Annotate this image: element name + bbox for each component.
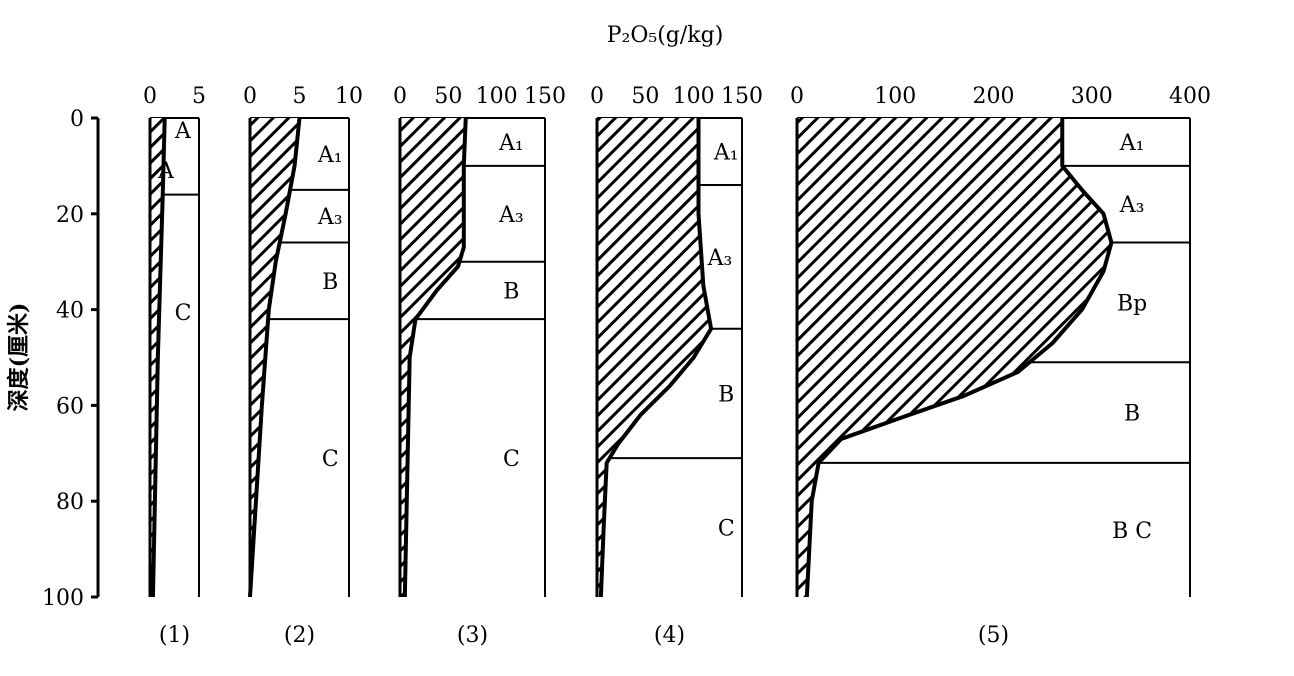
p2o5-area	[797, 118, 1112, 597]
x-tick-label: 0	[243, 84, 257, 109]
horizon-label: C	[322, 447, 339, 472]
p2o5-area	[250, 118, 300, 597]
horizon-label: A₃	[707, 246, 733, 271]
horizon-label: Bp	[1117, 291, 1147, 316]
horizon-label: C	[718, 517, 735, 542]
x-tick-label: 0	[590, 84, 604, 109]
x-tick-label: 400	[1169, 84, 1211, 109]
x-tick-label: 100	[673, 84, 715, 109]
horizon-label: A₁	[713, 141, 739, 166]
x-tick-label: 150	[721, 84, 763, 109]
horizon-label: A₁	[317, 143, 343, 168]
x-tick-label: 150	[524, 84, 566, 109]
y-tick-label: 100	[42, 586, 84, 611]
horizon-label: B C	[1112, 519, 1152, 544]
x-tick-label: 50	[631, 84, 659, 109]
panel-label: (2)	[284, 623, 315, 648]
x-tick-label: 0	[393, 84, 407, 109]
horizon-label: C	[175, 301, 192, 326]
y-axis-label: 深度(厘米)	[6, 303, 32, 412]
x-tick-label: 10	[335, 84, 363, 109]
horizon-label: B	[322, 270, 338, 295]
p2o5-curve	[598, 118, 714, 598]
chart-title: P₂O₅(g/kg)	[607, 23, 724, 48]
x-tick-label: 5	[192, 84, 206, 109]
horizon-label: A₁	[498, 131, 524, 156]
horizon-label: A	[157, 159, 175, 184]
panel-label: (1)	[159, 623, 190, 648]
y-tick-label: 40	[56, 299, 84, 324]
horizon-label: A₁	[1119, 131, 1145, 156]
p2o5-curve	[402, 117, 468, 598]
panel-label: (5)	[978, 623, 1009, 648]
horizon-label: B	[503, 279, 519, 304]
panel-label: (3)	[457, 623, 488, 648]
y-tick-label: 80	[56, 490, 84, 515]
y-tick-label: 60	[56, 394, 84, 419]
x-tick-label: 100	[476, 84, 518, 109]
horizon-label: B	[718, 382, 734, 407]
x-tick-label: 0	[790, 84, 804, 109]
p2o5-curve	[150, 117, 167, 598]
x-tick-label: 5	[293, 84, 307, 109]
horizon-label: A₃	[1119, 193, 1145, 218]
horizon-label: A	[174, 119, 192, 144]
p2o5-curve	[804, 118, 1114, 598]
x-tick-label: 50	[434, 84, 462, 109]
x-tick-label: 0	[143, 84, 157, 109]
y-tick-label: 20	[56, 203, 84, 228]
horizon-label: C	[503, 447, 520, 472]
p2o5-area	[400, 118, 466, 597]
x-tick-label: 200	[973, 84, 1015, 109]
x-tick-label: 100	[874, 84, 916, 109]
y-tick-label: 0	[70, 107, 84, 132]
panel-label: (4)	[654, 623, 685, 648]
horizon-label: A₃	[498, 203, 524, 228]
horizon-label: A₃	[317, 205, 343, 230]
x-tick-label: 300	[1071, 84, 1113, 109]
p2o5-curve	[248, 117, 302, 598]
p2o5-area	[597, 118, 712, 597]
horizon-label: B	[1124, 402, 1140, 427]
